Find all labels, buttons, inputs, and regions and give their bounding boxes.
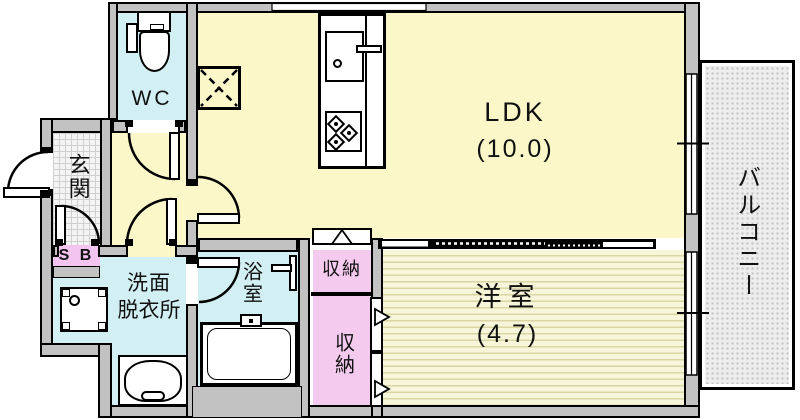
wall-hall-bottom-a	[53, 245, 59, 257]
wall-wc-bottom-b	[178, 120, 186, 133]
toilet-bowl	[139, 31, 170, 72]
wall-ldk-left-lower	[186, 220, 198, 264]
label-entrance: 玄関	[65, 153, 91, 201]
ldk-door-opening	[186, 186, 198, 220]
washer-corner-tr	[98, 289, 106, 297]
label-washroom: 洗面 脱衣所	[108, 270, 190, 326]
label-wc: WC	[131, 86, 173, 110]
washer-corner-br	[98, 322, 106, 330]
wall-wc-bottom-a	[112, 120, 128, 133]
room-ldk	[198, 13, 684, 238]
toilet-tank-lid	[150, 24, 164, 30]
label-ldk-area: (10.0)	[476, 134, 554, 163]
wall-bath-bottom-pad	[192, 386, 302, 418]
label-washroom-line2: 脱衣所	[117, 299, 181, 322]
wall-hall-bottom-b	[98, 245, 128, 257]
wash-basin-dish	[141, 391, 165, 401]
wall-hall-bottom-c	[175, 245, 198, 257]
shoe-box	[53, 245, 100, 268]
bath-faucet-vertical	[289, 255, 297, 291]
balcony	[699, 60, 795, 390]
wall-under-shoebox	[53, 266, 100, 278]
label-closet-lower: 収納	[331, 332, 354, 376]
closet-lower	[313, 296, 371, 405]
label-balcony: バルコニー	[732, 164, 760, 300]
wall-closet-right	[371, 238, 383, 418]
washer-drain	[69, 295, 80, 306]
wall-left-lower	[40, 189, 53, 357]
kitchen-sink	[325, 31, 364, 82]
bath-counter-dot	[249, 319, 253, 323]
label-western-area: (4.7)	[476, 319, 539, 348]
label-bathroom: 浴室	[239, 261, 262, 305]
faucet-icon	[356, 45, 382, 53]
label-shoe-box: S B	[58, 246, 95, 264]
wall-entrance-right	[100, 118, 112, 257]
gas-stove	[325, 111, 362, 152]
bathtub-inner	[207, 328, 291, 380]
label-closet-upper: 収納	[322, 258, 362, 279]
sink-drain	[333, 59, 342, 68]
wall-wc-left	[108, 2, 118, 126]
wall-entrance-left-upper	[40, 118, 53, 152]
duct-shaft	[197, 66, 241, 110]
closet-divider	[311, 292, 373, 296]
wall-bath-top	[198, 238, 298, 252]
closet-upper	[313, 250, 371, 292]
room-western	[383, 250, 684, 405]
wall-step-left	[98, 343, 112, 418]
front-door-arc	[6, 150, 49, 193]
label-western-room: 洋室	[474, 282, 541, 313]
toilet-side-unit	[126, 23, 138, 53]
washer-corner-bl	[62, 322, 70, 330]
hallway	[112, 133, 186, 257]
wall-right	[684, 2, 700, 418]
wall-bath-right	[298, 238, 310, 418]
sliding-door	[378, 239, 656, 249]
kitchen-counter-divider	[365, 15, 367, 167]
washer-corner-tl	[62, 289, 70, 297]
bath-faucet-horizontal	[271, 264, 292, 272]
balcony-floor	[705, 66, 789, 384]
label-ldk: LDK	[484, 97, 546, 128]
label-washroom-line1: 洗面	[127, 272, 171, 295]
